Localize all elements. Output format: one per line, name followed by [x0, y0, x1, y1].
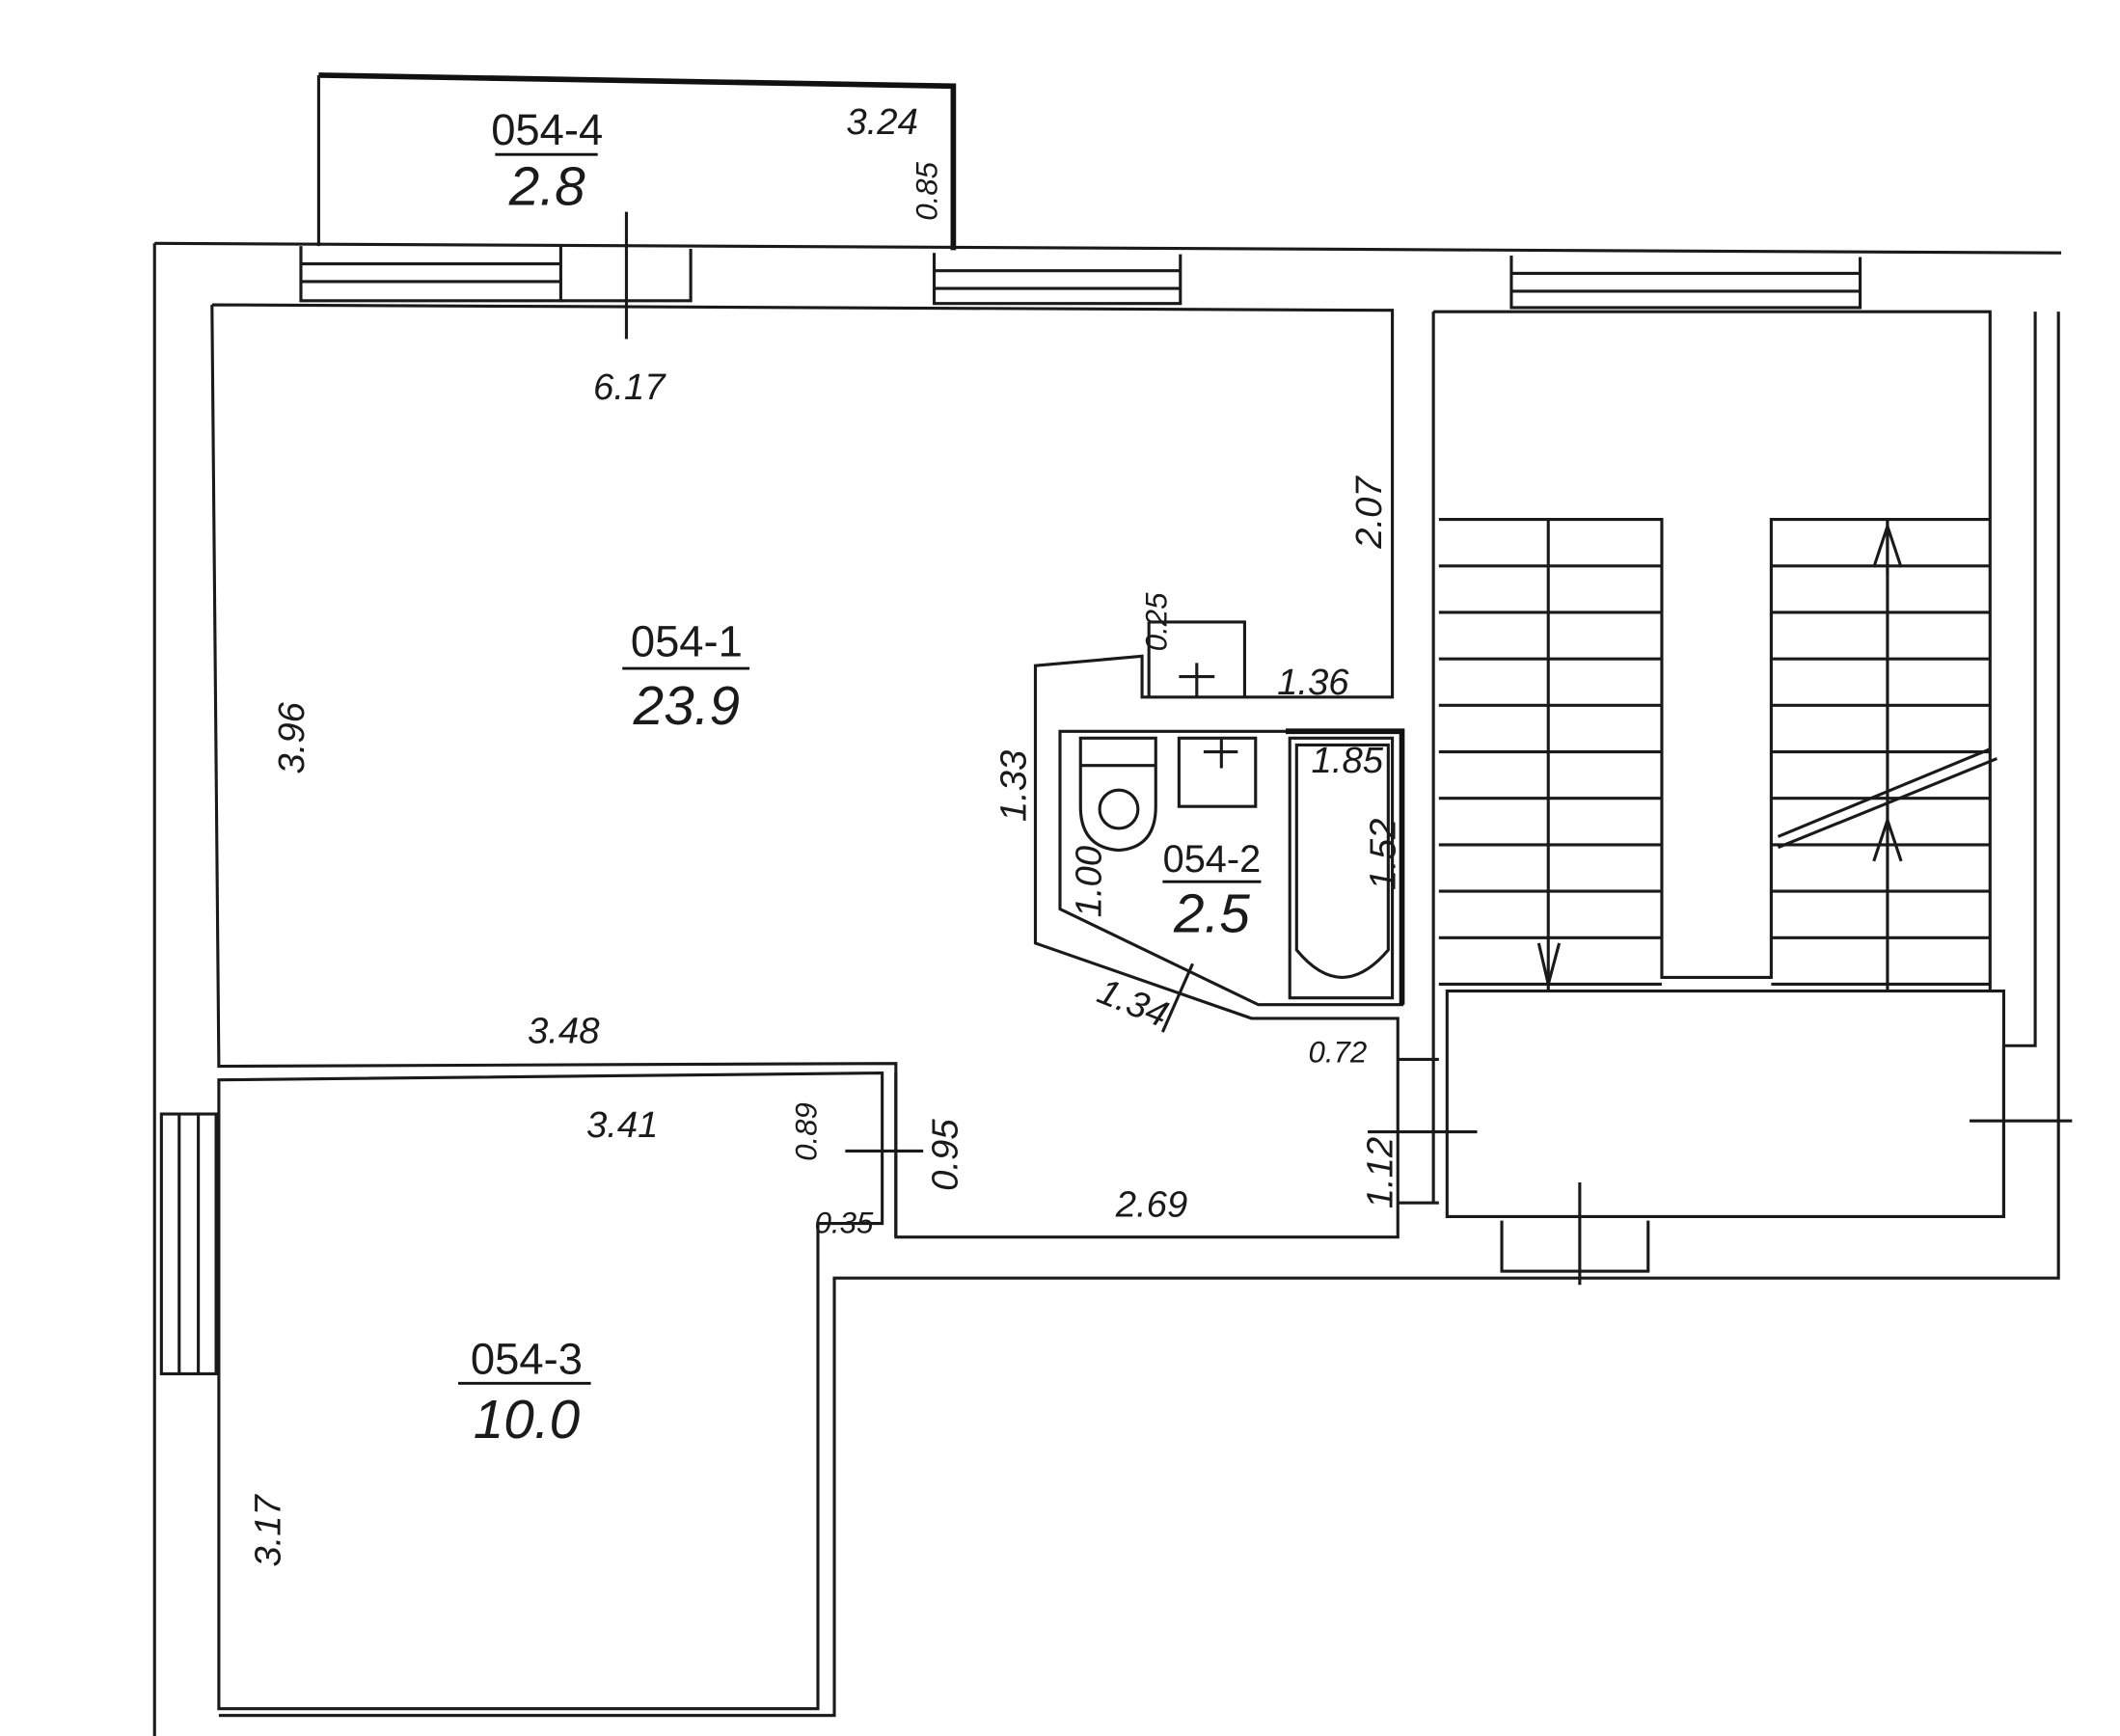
- dim-label: 3.41: [586, 1104, 659, 1146]
- room-label-054-3: 054-3 10.0: [458, 1334, 591, 1451]
- balcony: [316, 72, 957, 251]
- room-area: 10.0: [474, 1390, 581, 1451]
- dim-label: 6.17: [593, 366, 666, 408]
- stairwell: [1368, 310, 2073, 1286]
- room-area: 2.5: [1173, 884, 1250, 945]
- dim-label: 2.07: [1348, 475, 1390, 550]
- dim-label: 0.25: [1140, 592, 1174, 651]
- room-id: 054-3: [471, 1334, 583, 1383]
- room-054-3: [217, 1071, 924, 1711]
- windows: [159, 246, 2006, 1375]
- dim-label: 0.85: [910, 161, 943, 220]
- dim-label: 0.72: [1309, 1035, 1368, 1069]
- dimension-labels: 3.24 0.85 6.17 3.96 2.07 0.25 1.36 1.33 …: [248, 101, 1404, 1567]
- dim-label: 1.52: [1362, 819, 1403, 890]
- dim-label: 0.95: [925, 1119, 966, 1191]
- dim-label: 2.69: [1115, 1183, 1188, 1225]
- room-054-2: [1058, 728, 1405, 1033]
- dim-label: 1.85: [1312, 740, 1384, 781]
- dim-label: 3.17: [248, 1493, 289, 1566]
- room-id: 054-1: [631, 616, 743, 665]
- room-054-1: [210, 303, 1400, 1239]
- dim-label: 0.89: [790, 1102, 824, 1161]
- room-id: 054-2: [1163, 838, 1262, 881]
- dim-label: 3.24: [846, 101, 918, 143]
- room-label-054-4: 054-4 2.8: [491, 105, 603, 217]
- room-label-054-1: 054-1 23.9: [622, 616, 750, 737]
- dim-label: 1.33: [993, 750, 1035, 822]
- dim-label: 1.34: [1092, 970, 1174, 1036]
- room-id: 054-4: [491, 105, 603, 154]
- room-area: 2.8: [508, 157, 585, 218]
- dim-label: 3.96: [271, 701, 313, 773]
- outer-walls: [152, 241, 2062, 1736]
- dim-label: 1.00: [1069, 846, 1110, 917]
- room-area: 23.9: [633, 676, 740, 737]
- dim-label: 3.48: [528, 1010, 600, 1051]
- dim-label: 1.36: [1277, 662, 1349, 703]
- room-label-054-2: 054-2 2.5: [1162, 838, 1262, 945]
- dim-label: 0.35: [815, 1206, 874, 1239]
- dim-label: 1.12: [1360, 1137, 1401, 1208]
